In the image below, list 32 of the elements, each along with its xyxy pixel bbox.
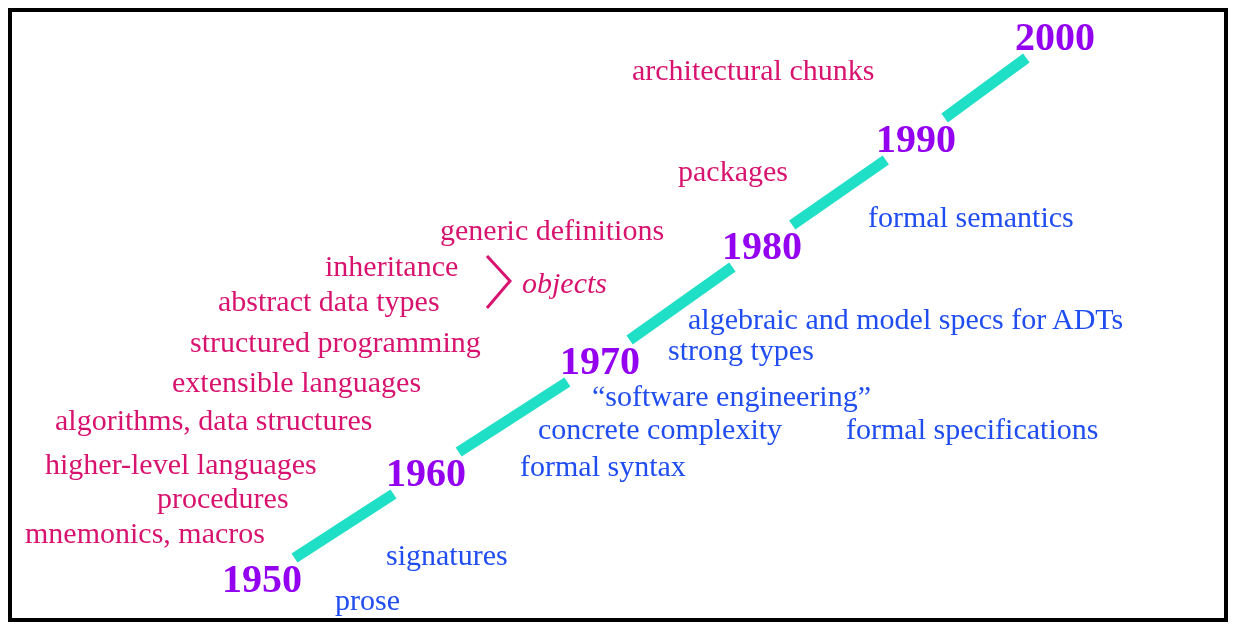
milestone-label: abstract data types <box>218 285 440 317</box>
milestone-label: formal syntax <box>520 450 686 482</box>
milestone-label: formal specifications <box>846 413 1099 445</box>
milestone-label: mnemonics, macros <box>25 517 265 549</box>
timeline-segment <box>455 377 571 457</box>
year-label: 1970 <box>560 340 640 382</box>
milestone-label: prose <box>335 584 400 616</box>
year-label: 1960 <box>386 452 466 494</box>
year-label: 1990 <box>876 118 956 160</box>
milestone-label: algebraic and model specs for ADTs <box>688 303 1124 335</box>
milestone-label: packages <box>678 155 788 187</box>
timeline-segment <box>626 262 736 345</box>
milestone-label: inheritance <box>325 250 459 282</box>
milestone-label: structured programming <box>190 326 481 358</box>
milestone-label: higher-level languages <box>45 448 317 480</box>
year-label: 1980 <box>722 225 802 267</box>
timeline-segment <box>941 53 1030 123</box>
milestone-label: strong types <box>668 334 814 366</box>
milestone-label: architectural chunks <box>632 54 875 86</box>
timeline-segment <box>789 155 889 230</box>
milestone-label: algorithms, data structures <box>55 404 373 436</box>
milestone-label: signatures <box>386 539 508 571</box>
milestone-label: objects <box>522 267 607 299</box>
milestone-label: “software engineering” <box>592 380 872 412</box>
milestone-label: formal semantics <box>868 201 1074 233</box>
milestone-label: procedures <box>157 482 289 514</box>
milestone-label: concrete complexity <box>538 413 783 445</box>
year-label: 2000 <box>1015 16 1095 58</box>
milestone-label: extensible languages <box>172 366 422 398</box>
year-label: 1950 <box>222 558 302 600</box>
timeline-segment <box>291 489 397 563</box>
milestone-label: generic definitions <box>440 214 665 246</box>
